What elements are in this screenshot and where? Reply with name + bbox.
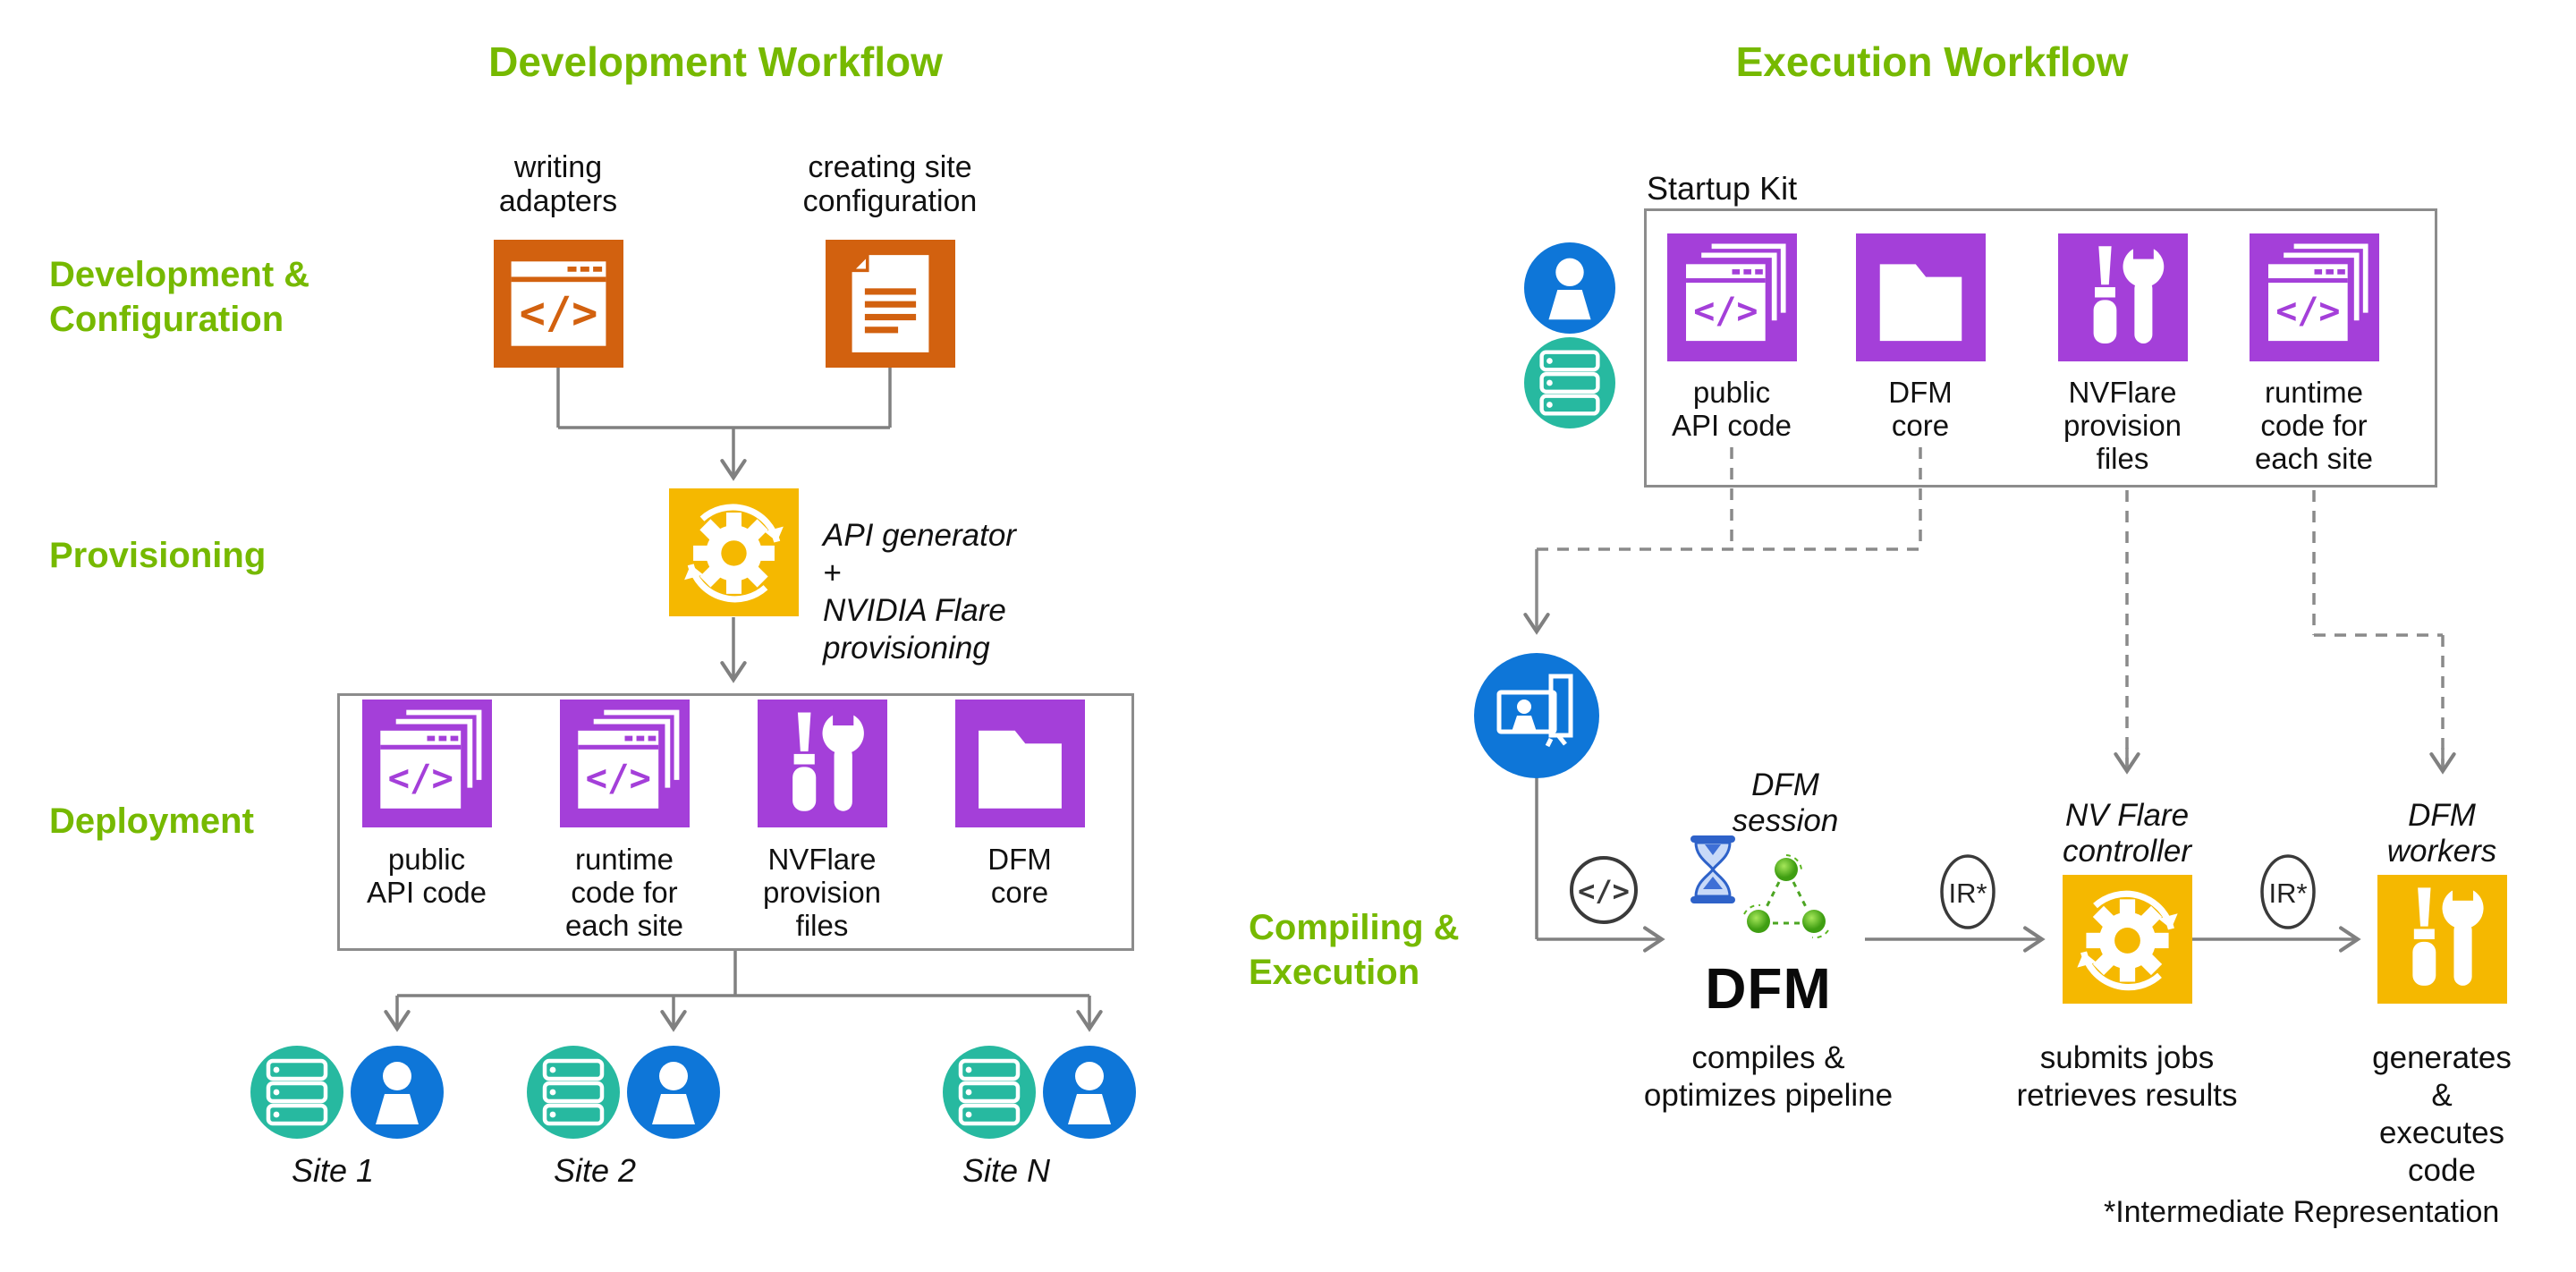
- svg-text:IR*: IR*: [1948, 878, 1987, 909]
- kit-tile-dfm-core: [1856, 233, 1986, 361]
- kit-label-runtime-code: runtime code for each site: [2254, 376, 2374, 475]
- kit-label-dfm-core: DFM core: [1888, 376, 1953, 442]
- stacked-code-icon: </>: [578, 709, 680, 809]
- provisioning-caption: API generator + NVIDIA Flare provisionin…: [823, 518, 1016, 666]
- site-config-tile: [826, 240, 955, 368]
- server-icon: [527, 1046, 620, 1139]
- kit-label-public-api: public API code: [1672, 376, 1792, 442]
- server-icon: [250, 1046, 343, 1139]
- writing-adapters-tile: </>: [494, 240, 623, 368]
- controller-tile: [2063, 875, 2192, 1004]
- kit-tile-public-api: </>: [1667, 233, 1797, 361]
- server-icon: [943, 1046, 1036, 1139]
- site-1-label: Site 1: [291, 1152, 375, 1189]
- deployment-tile-dfm-core: [955, 700, 1085, 827]
- monitor-person-icon: [1474, 653, 1599, 778]
- ir-badge: IR*: [1940, 854, 1996, 929]
- development-title: Development Workflow: [488, 38, 943, 85]
- dfm-session-label: DFM session: [1732, 767, 1839, 838]
- writing-adapters-label: writing adapters: [498, 150, 618, 218]
- tools-icon: [2412, 882, 2484, 986]
- svg-text:</>: </>: [520, 289, 598, 339]
- svg-text:</>: </>: [388, 757, 453, 800]
- dfm-caption: compiles & optimizes pipeline: [1643, 1040, 1894, 1113]
- provisioning-tile: [669, 488, 799, 616]
- site-2-label: Site 2: [553, 1152, 637, 1189]
- startup-kit-label: Startup Kit: [1647, 170, 1798, 207]
- svg-text:</>: </>: [2275, 291, 2340, 332]
- folder-icon: [1879, 264, 1962, 342]
- stacked-code-icon: </>: [1686, 243, 1786, 342]
- dfm-title: DFM: [1705, 956, 1832, 1021]
- workers-caption: generates & executes code: [2372, 1040, 2512, 1188]
- document-icon: [848, 250, 929, 352]
- deployment-tile-runtime-code: </>: [560, 700, 690, 827]
- person-icon: [627, 1046, 720, 1139]
- gear-sync-icon: [684, 504, 784, 603]
- server-icon: [1524, 337, 1615, 428]
- person-icon: [1043, 1046, 1136, 1139]
- stage-label-provisioning: Provisioning: [49, 536, 267, 575]
- ir-badge: IR*: [2260, 854, 2316, 929]
- stage-label-deployment: Deployment: [49, 801, 254, 841]
- stacked-code-icon: </>: [2268, 243, 2368, 342]
- controller-caption: submits jobs retrieves results: [2016, 1040, 2238, 1113]
- code-circle-icon: </>: [1570, 856, 1638, 924]
- execution-title: Execution Workflow: [1735, 38, 2129, 85]
- svg-text:</>: </>: [586, 757, 651, 800]
- person-icon: [1524, 242, 1615, 334]
- folder-icon: [979, 730, 1062, 809]
- site-n-label: Site N: [962, 1152, 1051, 1189]
- deployment-label-runtime-code: runtime code for each site: [564, 843, 684, 942]
- deployment-tile-public-api: </>: [362, 700, 492, 827]
- gear-sync-icon: [2077, 890, 2178, 991]
- code-window-icon: </>: [511, 261, 606, 346]
- svg-text:IR*: IR*: [2268, 878, 2307, 909]
- hourglass-icon: [1690, 835, 1735, 903]
- deployment-tile-nvflare-files: [758, 700, 887, 827]
- kit-label-nvflare-files: NVFlare provision files: [2063, 376, 2182, 475]
- workers-tile: [2377, 875, 2507, 1004]
- ir-footnote: *Intermediate Representation: [2104, 1195, 2500, 1229]
- deployment-label-dfm-core: DFM core: [987, 843, 1052, 909]
- stacked-code-icon: </>: [380, 709, 482, 809]
- svg-text:</>: </>: [1693, 291, 1758, 332]
- network-triangle-icon: [1743, 854, 1829, 939]
- deployment-box: [337, 693, 1134, 951]
- deployment-label-nvflare-files: NVFlare provision files: [762, 843, 882, 942]
- dfm-workers-label: DFM workers: [2386, 798, 2497, 869]
- stage-label-compiling-execution: Compiling & Execution: [1249, 908, 1460, 992]
- creating-site-config-label: creating site configuration: [802, 150, 978, 218]
- deployment-label-public-api: public API code: [367, 843, 487, 909]
- startup-kit-box: [1644, 208, 2437, 488]
- nvflare-controller-label: NV Flare controller: [2063, 798, 2191, 869]
- kit-tile-nvflare-files: [2058, 233, 2188, 361]
- svg-text:</>: </>: [1578, 874, 1630, 908]
- tools-icon: [792, 707, 864, 811]
- person-icon: [351, 1046, 444, 1139]
- stage-label-dev-config: Development & Configuration: [49, 255, 310, 339]
- kit-tile-runtime-code: </>: [2250, 233, 2379, 361]
- tools-icon: [2093, 241, 2165, 343]
